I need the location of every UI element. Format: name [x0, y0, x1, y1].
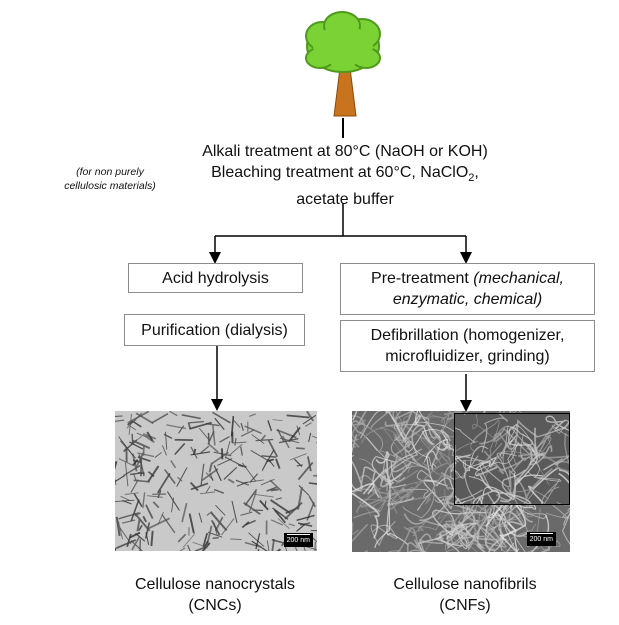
acid-hydrolysis-box: Acid hydrolysis	[128, 263, 303, 293]
acetate-buffer-text: acetate buffer	[296, 191, 394, 209]
side-note-line1: (for non purely	[76, 166, 144, 178]
side-note: (for non purely cellulosic materials)	[40, 165, 180, 193]
pretreatment-line1: Pre-treatment (mechanical,	[371, 270, 564, 287]
defibrillation-line1: Defibrillation (homogenizer,	[370, 327, 565, 344]
defibrillation-box: Defibrillation (homogenizer, microfluidi…	[340, 320, 595, 372]
pretreatment-box: Pre-treatment (mechanical, enzymatic, ch…	[340, 263, 595, 315]
cnf-micrograph: 200 nm	[352, 411, 570, 552]
cnc-caption: Cellulose nanocrystals (CNCs)	[115, 574, 315, 616]
cnc-micrograph: 200 nm	[115, 411, 317, 551]
purification-label: Purification (dialysis)	[141, 321, 288, 339]
cnf-scale-label: 200 nm	[529, 536, 553, 543]
cnc-scale-bar: 200 nm	[283, 533, 313, 547]
cnc-caption-line1: Cellulose nanocrystals	[134, 576, 296, 593]
tree-icon	[305, 11, 381, 117]
pretreatment-line2: enzymatic, chemical)	[392, 291, 543, 308]
side-note-line2: cellulosic materials)	[64, 180, 156, 192]
cnc-caption-line2: (CNCs)	[188, 597, 242, 614]
bleaching-treatment-text: Bleaching treatment at 60°C, NaClO2,	[211, 164, 479, 185]
cnf-caption-line1: Cellulose nanofibrils	[393, 576, 537, 593]
cnf-caption: Cellulose nanofibrils (CNFs)	[365, 574, 565, 616]
purification-box: Purification (dialysis)	[124, 314, 305, 346]
cnc-scale-label: 200 nm	[286, 537, 310, 544]
cnf-scale-bar: 200 nm	[526, 532, 556, 546]
defibrillation-line2: microfluidizer, grinding)	[385, 348, 550, 365]
connector-line	[342, 118, 344, 138]
alkali-treatment-text: Alkali treatment at 80°C (NaOH or KOH)	[202, 143, 488, 160]
cnf-inset-image	[454, 413, 570, 505]
cnf-caption-line2: (CNFs)	[439, 597, 491, 614]
pretreatment-steps: Alkali treatment at 80°C (NaOH or KOH) B…	[175, 141, 515, 210]
acid-hydrolysis-label: Acid hydrolysis	[162, 269, 269, 287]
